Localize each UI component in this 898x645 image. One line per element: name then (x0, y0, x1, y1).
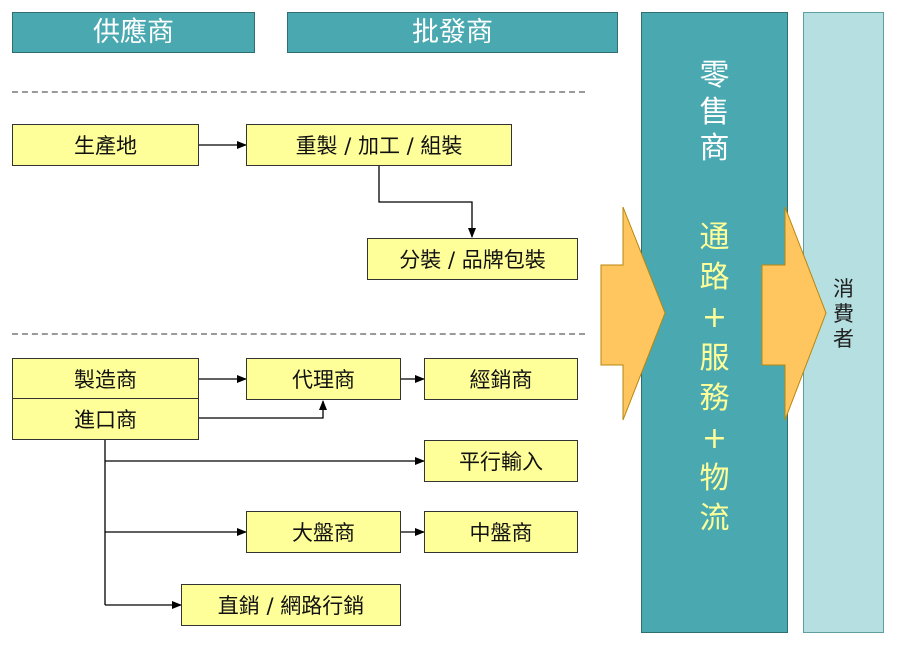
node-parallel-import: 平行輸入 (424, 440, 578, 482)
node-direct-sales: 直銷 / 網路行銷 (181, 584, 401, 626)
arrow-remake-to-repack (378, 166, 476, 238)
node-origin: 生產地 (12, 124, 199, 166)
node-manufacturer: 製造商 (12, 358, 199, 399)
node-distributor: 經銷商 (424, 358, 578, 400)
consumer-column: 消 費 者 (803, 12, 884, 633)
node-large-wholesaler: 大盤商 (246, 511, 401, 553)
node-repack: 分裝 / 品牌包裝 (367, 238, 578, 280)
node-agent: 代理商 (246, 358, 401, 400)
supplier-header: 供應商 (12, 12, 255, 53)
separator-top (12, 91, 585, 93)
separator-middle (12, 333, 585, 335)
node-mid-wholesaler: 中盤商 (424, 511, 578, 553)
retailer-column: 零 售 商 通 路 + 服 務 + 物 流 (641, 12, 788, 633)
node-importer: 進口商 (12, 398, 199, 440)
node-remake: 重製 / 加工 / 組裝 (246, 124, 512, 166)
consumer-label: 消 費 者 (833, 277, 854, 352)
retailer-title: 零 售 商 (699, 58, 730, 167)
retailer-subtitle: 通 路 + 服 務 + 物 流 (699, 220, 730, 537)
arrow-importer-to-agent (198, 400, 327, 419)
wholesaler-header: 批發商 (287, 12, 618, 53)
